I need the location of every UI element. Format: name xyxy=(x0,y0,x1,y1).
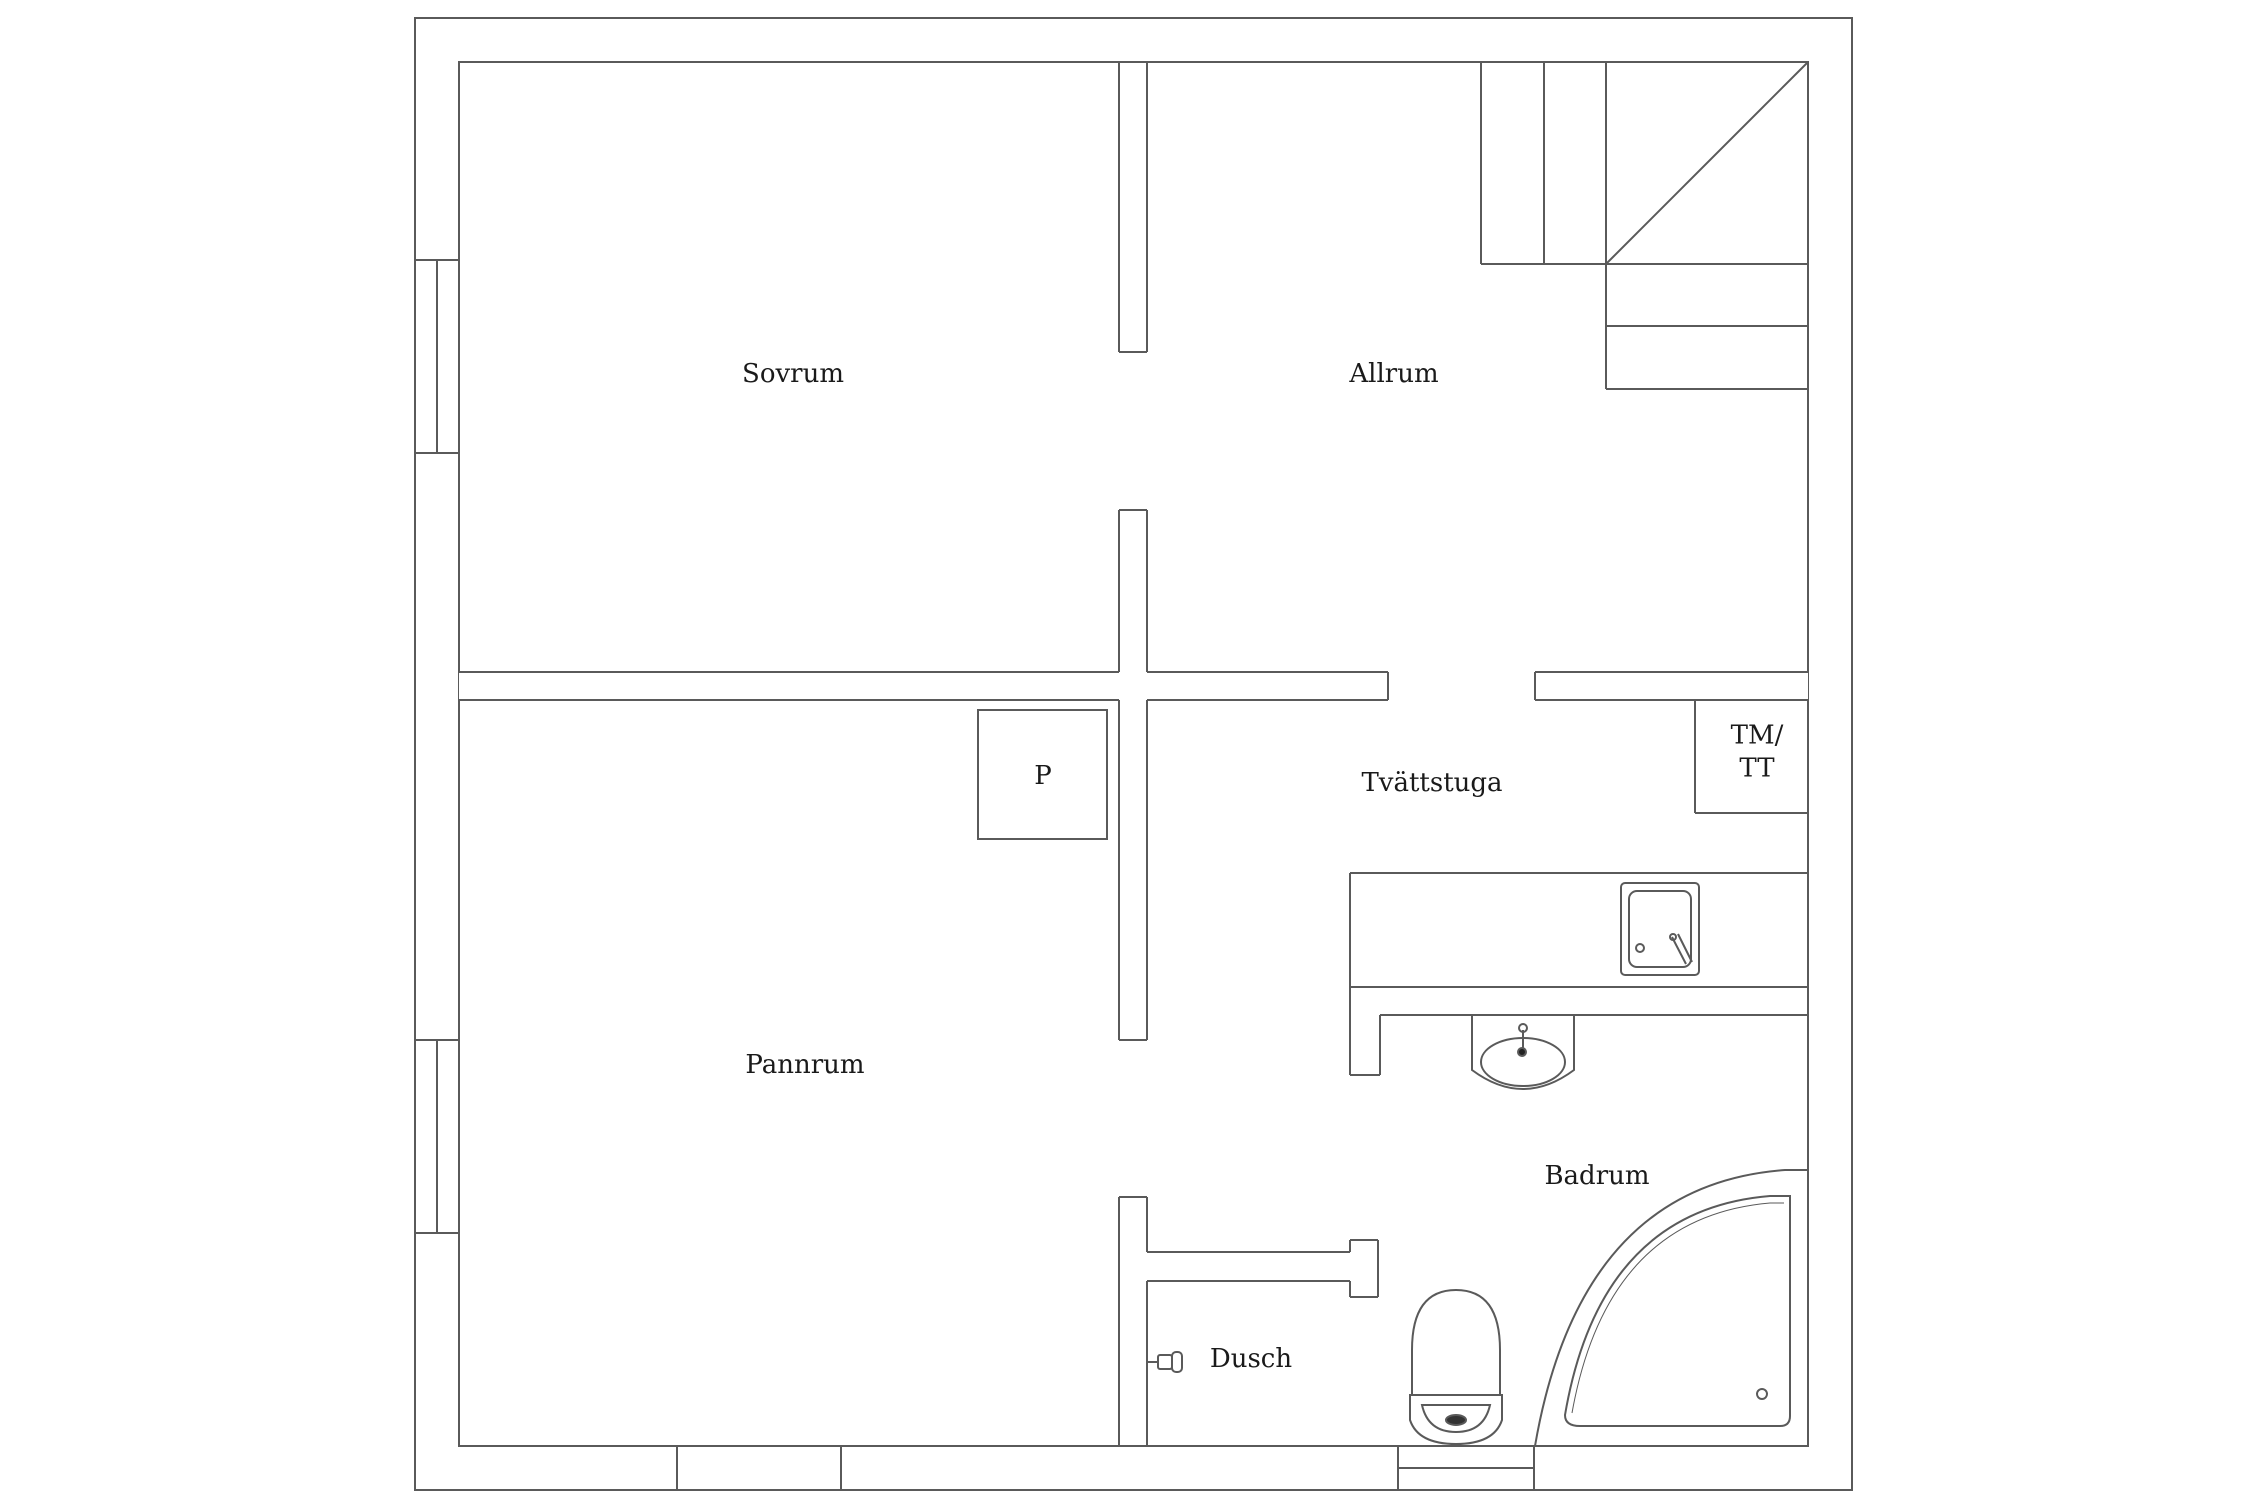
door-opening-bottom-right xyxy=(1397,1445,1535,1491)
wall-middle-vertical xyxy=(1118,62,1148,1446)
wall-laundry-bathroom xyxy=(1349,987,1808,1076)
outer-wall-interior xyxy=(458,61,1809,1447)
outer-wall-exterior xyxy=(414,17,1853,1491)
utility-sink xyxy=(1620,882,1700,976)
toilet xyxy=(1409,1288,1503,1446)
staircase xyxy=(1480,61,1809,390)
room-label-sovrum: Sovrum xyxy=(742,358,844,389)
pump-box xyxy=(977,709,1108,840)
corner-bathtub xyxy=(1533,1169,1809,1447)
pump-label: P xyxy=(1034,760,1052,791)
washbasin xyxy=(1471,1014,1575,1090)
wall-middle-horizontal xyxy=(459,671,1808,701)
tm-tt-label: TM/ TT xyxy=(1731,720,1784,785)
room-label-dusch: Dusch xyxy=(1209,1343,1293,1374)
room-label-allrum: Allrum xyxy=(1349,358,1439,389)
room-label-pannrum: Pannrum xyxy=(745,1049,865,1080)
tm-label-line1: TM/ xyxy=(1730,720,1784,751)
door-opening-bottom-left xyxy=(676,1445,842,1491)
wall-shower-top xyxy=(1146,1239,1379,1446)
laundry-counter xyxy=(1349,872,1808,988)
shower-head xyxy=(1147,1351,1183,1373)
tm-tt-closet xyxy=(1694,700,1808,814)
window-left-lower xyxy=(414,1039,460,1234)
window-left-upper xyxy=(414,259,460,454)
room-label-badrum: Badrum xyxy=(1544,1160,1650,1191)
tm-label-line2: TT xyxy=(1739,753,1775,783)
room-label-tvattstuga: Tvättstuga xyxy=(1361,767,1503,798)
